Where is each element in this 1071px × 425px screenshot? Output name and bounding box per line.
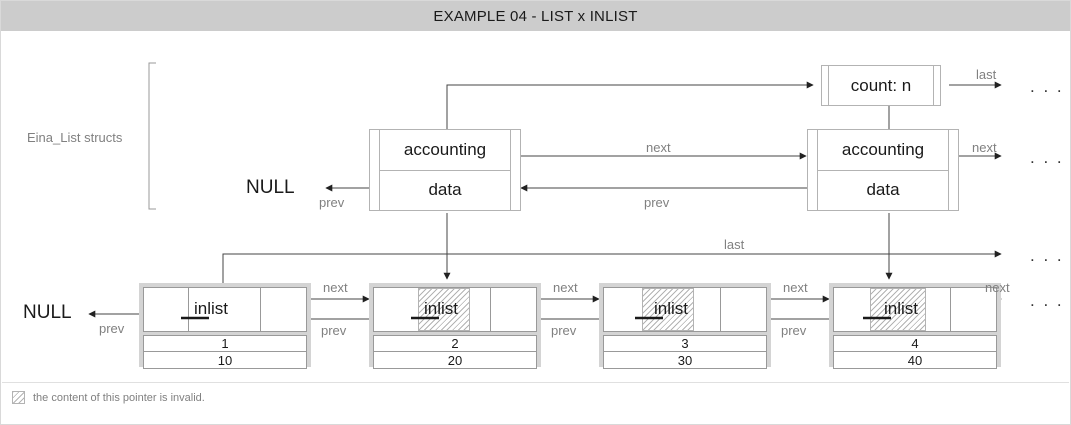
- list-node-1: accounting data: [379, 129, 511, 211]
- inlist-node-1: inlist 1 10: [139, 283, 311, 369]
- inlist-node-4: inlist 4 40: [829, 283, 1001, 369]
- inlist-node-1-ptr-mark: [181, 316, 209, 320]
- list-node-1-accounting: accounting: [403, 139, 487, 159]
- inlist-node-4-label: inlist: [884, 299, 919, 318]
- ellipsis-n4-next: . . .: [1030, 291, 1064, 310]
- inlist-node-1-label: inlist: [194, 299, 229, 318]
- wire-label-n3-next: next: [783, 280, 808, 295]
- wire-label-n3-prev: prev: [781, 323, 807, 338]
- wire-label-n1-prev: prev: [321, 323, 347, 338]
- ellipsis-top-last: . . .: [1030, 77, 1064, 96]
- diagram-title-bar: EXAMPLE 04 - LIST x INLIST: [1, 1, 1070, 31]
- inlist-node-2-value2-row: 20: [373, 352, 537, 369]
- inlist-node-1-value2-row: 10: [143, 352, 307, 369]
- count-label: count: n: [850, 75, 912, 95]
- inlist-node-4-ptr-row: inlist: [833, 287, 997, 332]
- wire-label-n2-prev: prev: [551, 323, 577, 338]
- ellipsis-right-next: . . .: [1030, 148, 1064, 167]
- legend-divider: [2, 382, 1069, 383]
- wire-label-list-null-prev: prev: [319, 195, 345, 210]
- legend-label: the content of this pointer is invalid.: [33, 391, 205, 404]
- inlist-node-1-ptr-row: inlist: [143, 287, 307, 332]
- list-node-2: accounting data: [817, 129, 949, 211]
- wire-label-n2-next: next: [553, 280, 578, 295]
- wire-label-n4-next: next: [985, 280, 1010, 295]
- inlist-node-3: inlist 3 30: [599, 283, 771, 369]
- inlist-node-1-value1-row: 1: [143, 335, 307, 352]
- inlist-node-4-ptr-mark: [863, 316, 891, 320]
- inlist-node-2-value1-row: 2: [373, 335, 537, 352]
- inlist-node-3-invalid-hatch: [642, 288, 694, 331]
- list-node-1-data: data: [380, 169, 510, 211]
- wire-label-null-prev: prev: [99, 321, 125, 336]
- inlist-node-3-label: inlist: [654, 299, 689, 318]
- wire-label-top-last: last: [976, 67, 997, 82]
- inlist-node-2-ptr-row: inlist: [373, 287, 537, 332]
- hatch-pattern-icon: [12, 391, 25, 404]
- inlist-node-3-ptr-row: inlist: [603, 287, 767, 332]
- wire-label-n1-next: next: [323, 280, 348, 295]
- inlist-node-3-value1-row: 3: [603, 335, 767, 352]
- inlist-node-4-value1-row: 4: [833, 335, 997, 352]
- list-node-2-data: data: [818, 169, 948, 211]
- inlist-node-2-label: inlist: [424, 299, 459, 318]
- inlist-node-2-invalid-hatch: [418, 288, 470, 331]
- inlist-node-2-ptr-mark: [411, 316, 439, 320]
- wire-label-right-next: next: [972, 140, 997, 155]
- count-box: count: n: [828, 65, 934, 106]
- legend: the content of this pointer is invalid.: [12, 391, 205, 404]
- wire-label-mid-last: last: [724, 237, 745, 252]
- inlist-node-3-ptr-mark: [635, 316, 663, 320]
- wire-label-list-next: next: [646, 140, 671, 155]
- null-label-inlist: NULL: [23, 302, 72, 323]
- page-title: EXAMPLE 04 - LIST x INLIST: [433, 7, 638, 25]
- inlist-node-4-value2-row: 40: [833, 352, 997, 369]
- ellipsis-mid-last: . . .: [1030, 246, 1064, 265]
- wire-label-list-prev: prev: [644, 195, 670, 210]
- null-label-list: NULL: [246, 177, 295, 198]
- inlist-node-4-invalid-hatch: [870, 288, 926, 331]
- inlist-node-3-value2-row: 30: [603, 352, 767, 369]
- list-node-2-accounting: accounting: [841, 139, 925, 159]
- eina-list-structs-label: Eina_List structs: [27, 130, 123, 145]
- inlist-node-2: inlist 2 20: [369, 283, 541, 369]
